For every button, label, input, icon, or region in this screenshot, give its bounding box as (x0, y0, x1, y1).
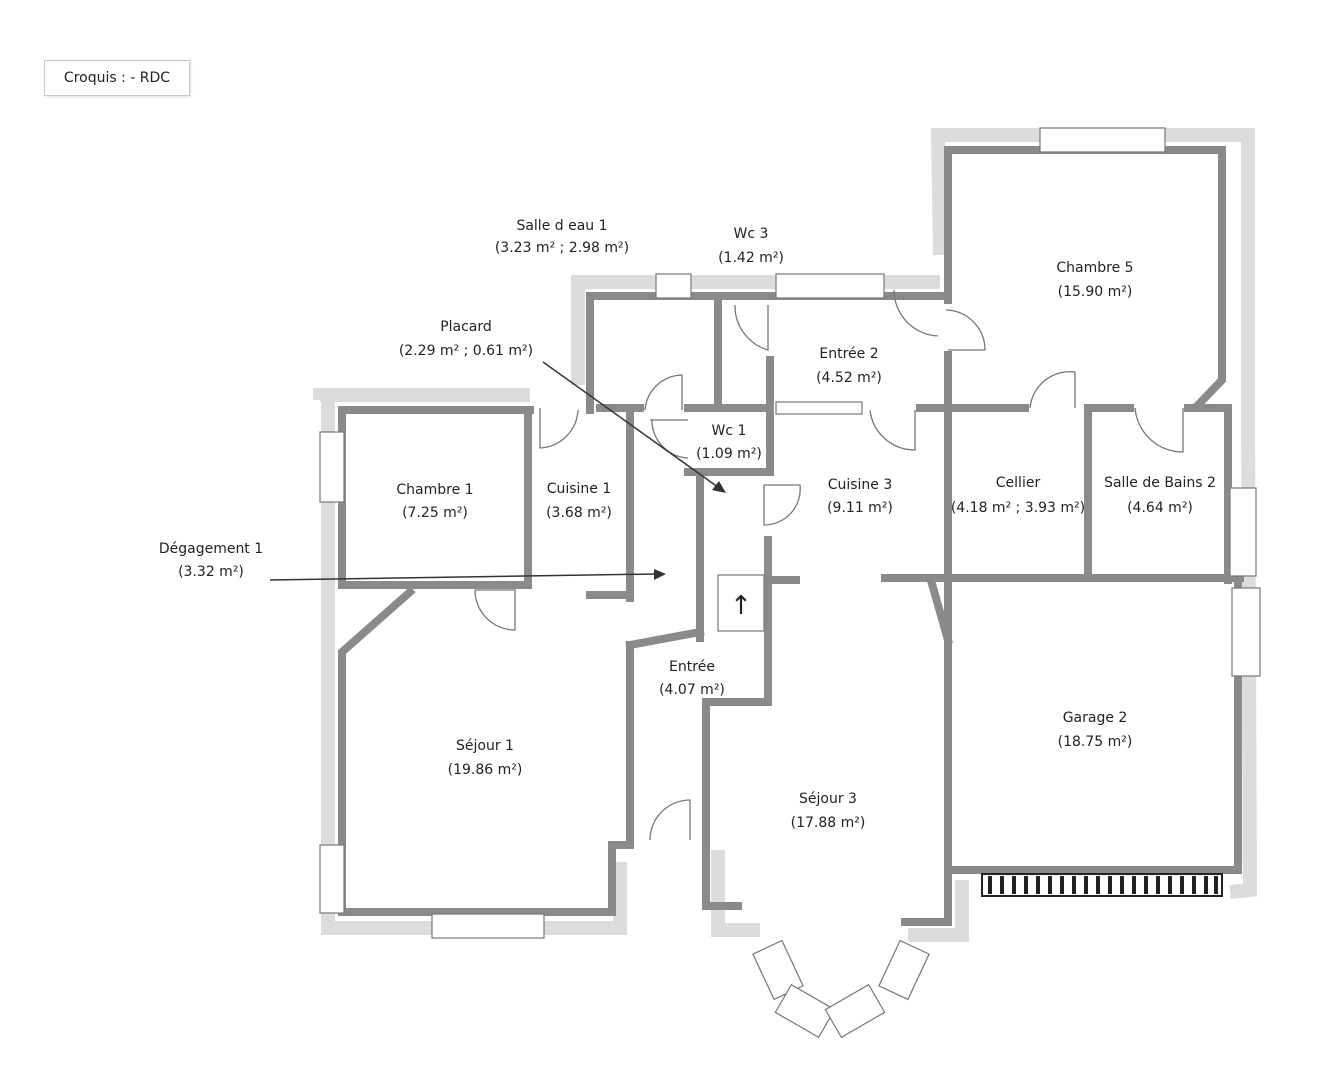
doors (474, 289, 1184, 841)
bay-window (824, 983, 886, 1039)
degagement-leader-arrow (269, 573, 657, 581)
room-name: Séjour 1 (456, 738, 514, 754)
window (319, 431, 345, 503)
room-area: (15.90 m²) (1058, 284, 1133, 300)
room-name: Dégagement 1 (159, 541, 263, 557)
room-name: Cuisine 3 (828, 477, 893, 493)
bay-window (878, 939, 930, 1001)
room-name: Placard (440, 319, 492, 335)
room-name: Entrée (669, 659, 715, 675)
window (1039, 127, 1166, 153)
room-area: (3.23 m² ; 2.98 m²) (495, 240, 629, 256)
room-name: Entrée 2 (819, 346, 878, 362)
room-name: Cellier (996, 475, 1041, 491)
bay-window (774, 983, 836, 1039)
placard-leader-arrow (542, 361, 723, 491)
room-area: (4.64 m²) (1127, 500, 1193, 516)
room-labels: Salle d eau 1 (3.23 m² ; 2.98 m²) Wc 3 (… (159, 218, 1216, 831)
room-name: Salle de Bains 2 (1104, 475, 1216, 491)
room-name: Salle d eau 1 (516, 218, 607, 234)
arrow-head-icon (654, 569, 666, 580)
walls (338, 146, 1244, 926)
window (775, 273, 885, 299)
arrow-head-icon (712, 481, 726, 493)
window (319, 844, 345, 914)
room-area: (4.18 m² ; 3.93 m²) (951, 500, 1085, 516)
window (655, 273, 692, 299)
windows (319, 127, 1261, 1039)
room-name: Chambre 5 (1056, 260, 1133, 276)
room-area: (9.11 m²) (827, 500, 893, 516)
room-name: Wc 3 (734, 226, 769, 242)
room-area: (18.75 m²) (1058, 734, 1133, 750)
window (431, 913, 545, 939)
garage-door (981, 873, 1223, 897)
room-area: (17.88 m²) (791, 815, 866, 831)
staircase: ↑ (717, 574, 765, 632)
room-name: Chambre 1 (396, 482, 473, 498)
window (1229, 487, 1257, 577)
stair-arrow-icon: ↑ (730, 591, 752, 621)
room-area: (7.25 m²) (402, 505, 468, 521)
room-name: Séjour 3 (799, 791, 857, 807)
room-area: (19.86 m²) (448, 762, 523, 778)
exterior-walls (313, 128, 1258, 942)
window (775, 401, 863, 415)
room-area: (3.68 m²) (546, 505, 612, 521)
room-area: (1.42 m²) (718, 250, 784, 266)
room-name: Garage 2 (1063, 710, 1128, 726)
leader-arrows (269, 361, 726, 581)
room-area: (4.07 m²) (659, 682, 725, 698)
room-name: Cuisine 1 (547, 481, 612, 497)
plan-title: Croquis : - RDC (44, 60, 190, 96)
room-area: (1.09 m²) (696, 446, 762, 462)
window (1231, 587, 1261, 677)
room-area: (4.52 m²) (816, 370, 882, 386)
room-name: Wc 1 (712, 423, 747, 439)
room-area: (2.29 m² ; 0.61 m²) (399, 343, 533, 359)
room-area: (3.32 m²) (178, 564, 244, 580)
